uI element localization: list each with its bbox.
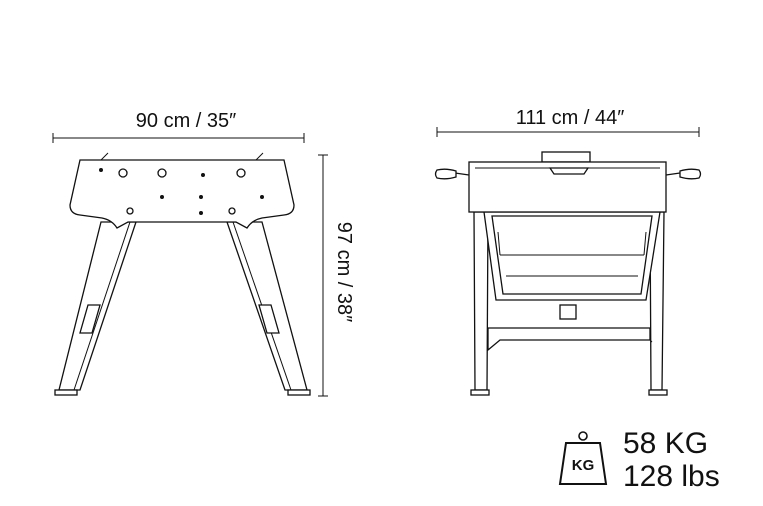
front-width-dimension-line	[436, 127, 700, 137]
side-view: 90 cm / 35″ 97 cm / 38″	[52, 110, 355, 397]
front-right-handle	[665, 168, 702, 180]
side-right-leg	[226, 221, 311, 396]
side-left-leg	[54, 221, 137, 396]
side-width-dimension-line	[52, 133, 305, 143]
side-height-label: 97 cm / 38″	[333, 222, 355, 322]
side-table-body	[69, 152, 295, 229]
weight-block: KG 58 KG 128 lbs	[558, 427, 720, 493]
weight-kg-label: 58 KG	[623, 427, 708, 460]
front-ball-tray	[483, 211, 661, 301]
front-view: 111 cm / 44″	[434, 107, 702, 396]
front-width-label: 111 cm / 44″	[516, 107, 625, 129]
weight-lbs-label: 128 lbs	[623, 460, 720, 493]
side-width-label: 90 cm / 35″	[136, 110, 236, 132]
front-score-box	[559, 304, 577, 320]
front-crossbar	[487, 327, 653, 352]
front-table-body	[468, 151, 667, 213]
weight-icon: KG	[558, 431, 608, 485]
side-height-dimension-line	[318, 154, 328, 397]
weight-icon-label: KG	[572, 457, 595, 474]
front-left-handle	[434, 168, 470, 180]
front-left-leg	[470, 211, 490, 396]
